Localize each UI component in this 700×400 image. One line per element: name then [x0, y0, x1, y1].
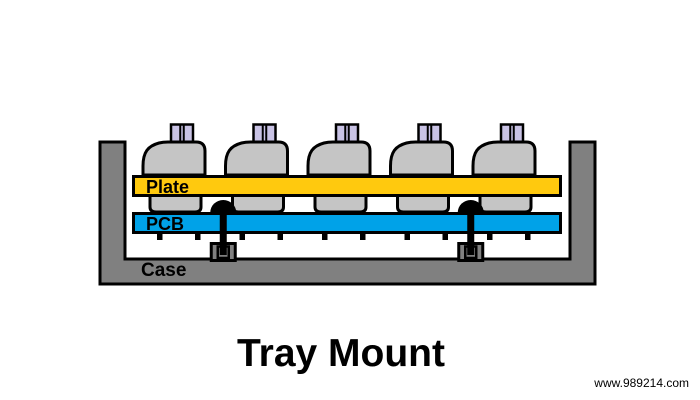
switch-upper-housing: [306, 140, 372, 177]
solder-pin: [442, 231, 448, 240]
screw-shaft: [219, 203, 227, 255]
plate-shape: [132, 175, 562, 197]
diagram-title: Tray Mount: [236, 332, 445, 375]
solder-pin: [322, 231, 328, 240]
mounting-screws: [210, 200, 484, 255]
switch-upper-housing: [471, 140, 537, 177]
solder-pin: [195, 231, 201, 240]
switch-upper-housing: [224, 140, 289, 177]
case-label: Case: [141, 260, 187, 281]
solder-pin: [525, 231, 531, 240]
solder-pin: [360, 231, 366, 240]
switch-upper-housing: [141, 140, 207, 177]
plate-label: Plate: [146, 177, 190, 197]
solder-pin: [404, 231, 410, 240]
switch-upper-housing: [389, 140, 454, 177]
case-shape: [98, 140, 597, 286]
solder-pin: [277, 231, 283, 240]
pcb-label: PCB: [146, 214, 185, 234]
screw-head: [210, 200, 237, 213]
screw-shaft: [467, 203, 475, 255]
switch-lower-housings: [148, 191, 533, 214]
switch-upper-housings: [141, 123, 537, 177]
pcb-shape: [132, 212, 562, 234]
screw-head: [457, 200, 484, 213]
solder-pin: [239, 231, 245, 240]
solder-pins: [157, 231, 531, 240]
watermark-text: www.989214.com: [594, 376, 689, 390]
solder-pin: [487, 231, 493, 240]
solder-pin: [157, 231, 163, 240]
